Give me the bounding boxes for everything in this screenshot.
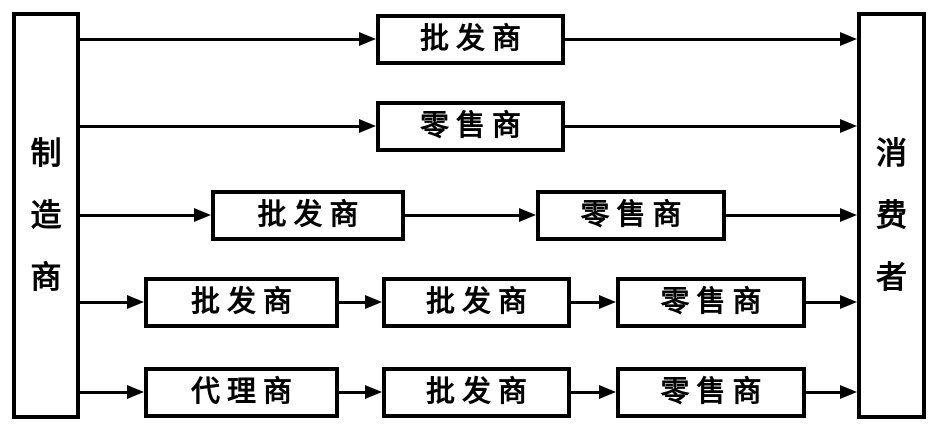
node-retailer: 零售商 [536,190,726,241]
flow-arrow [726,213,840,217]
flow-arrow [806,300,840,304]
node-manufacturer-char: 制 [30,136,62,171]
flow-arrow [565,37,840,41]
flow-arrow [571,390,599,394]
node-manufacturer-char: 造 [30,198,62,233]
node-retailer: 零售商 [376,101,565,152]
flow-arrow [80,390,127,394]
node-consumer-char: 消 [876,136,907,171]
flow-arrow [571,300,599,304]
node-consumer-char: 费 [876,198,907,233]
node-wholesaler: 批发商 [382,277,571,328]
flow-arrow [806,390,840,394]
node-wholesaler: 批发商 [382,367,571,418]
node-agent: 代理商 [144,367,339,418]
flow-arrow [80,213,194,217]
flow-arrow [405,213,519,217]
node-wholesaler: 批发商 [376,14,565,65]
node-consumer-char: 者 [876,260,907,295]
node-manufacturer-char: 商 [30,260,62,295]
node-wholesaler: 批发商 [211,190,405,241]
flow-arrow [80,37,359,41]
flow-arrow [339,300,365,304]
node-manufacturer: 制 造 商 [12,12,80,419]
node-retailer: 零售商 [616,277,806,328]
flow-arrow [565,124,840,128]
node-consumer: 消 费 者 [857,12,926,419]
node-wholesaler: 批发商 [144,277,339,328]
flow-arrow [339,390,365,394]
flow-arrow [80,124,359,128]
flow-arrow [80,300,127,304]
node-retailer: 零售商 [616,367,806,418]
